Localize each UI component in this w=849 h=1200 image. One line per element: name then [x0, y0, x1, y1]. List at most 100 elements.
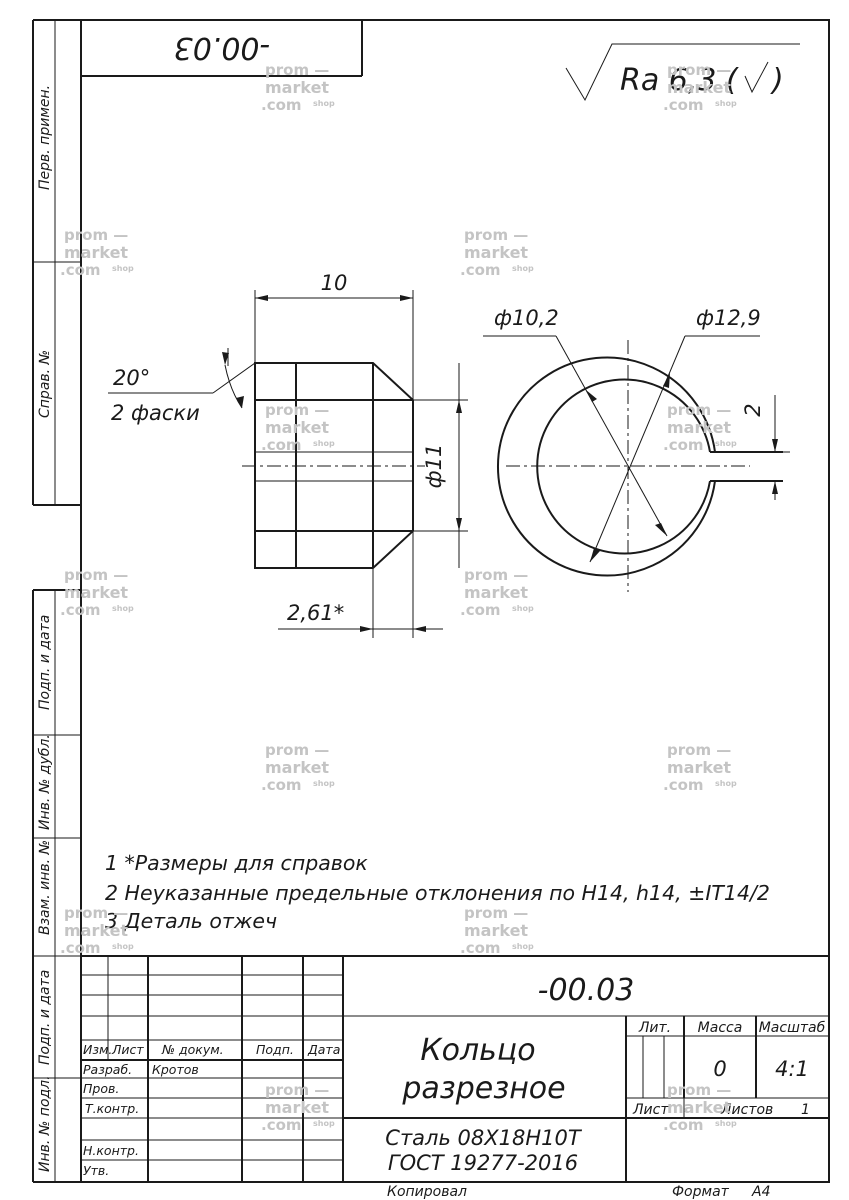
svg-text:.com: .com	[460, 939, 501, 957]
role-utv: Утв.	[83, 1163, 109, 1178]
svg-text:.com: .com	[60, 939, 101, 957]
svg-text:market: market	[667, 78, 731, 97]
svg-text:.com: .com	[460, 261, 501, 279]
svg-text:shop: shop	[512, 264, 534, 273]
title-block: -00.03 Кольцо разрезное Сталь 08Х18Н10Т …	[81, 955, 829, 1182]
svg-text:shop: shop	[112, 942, 134, 951]
svg-text:shop: shop	[313, 99, 335, 108]
svg-text:prom —: prom —	[667, 61, 731, 79]
svg-text:.com: .com	[460, 601, 501, 619]
svg-text:market: market	[64, 583, 128, 602]
svg-text:market: market	[265, 758, 329, 777]
technical-notes: 1 *Размеры для справок 2 Неуказанные пре…	[105, 851, 770, 933]
material-line-1: Сталь 08Х18Н10Т	[385, 1126, 583, 1150]
roughness-suffix: )	[770, 63, 784, 98]
ring-side-view: 20° 2 фаски 10 ф11 2,61*	[108, 271, 468, 638]
svg-text:shop: shop	[313, 1119, 335, 1128]
svg-text:.com: .com	[663, 1116, 704, 1134]
dim-reference-length: 2,61*	[287, 601, 344, 625]
watermark: prom —market.com shop	[460, 226, 534, 279]
watermark: prom —market.com shop	[261, 1081, 335, 1134]
chamfer-angle-label: 20°	[113, 366, 150, 390]
role-razrab: Разраб.	[83, 1062, 132, 1077]
svg-text:shop: shop	[715, 439, 737, 448]
svg-text:.com: .com	[261, 776, 302, 794]
dim-outer-diameter: ф12,9	[696, 306, 761, 330]
note-1: 1 *Размеры для справок	[105, 851, 368, 875]
svg-text:market: market	[265, 418, 329, 437]
drawing-frame	[32, 19, 830, 1183]
note-2: 2 Неуказанные предельные отклонения по H…	[105, 881, 770, 905]
svg-text:.com: .com	[663, 436, 704, 454]
top-designation-box: -00.03	[81, 20, 363, 77]
svg-text:shop: shop	[512, 942, 534, 951]
role-t-kontr: Т.контр.	[85, 1101, 139, 1116]
svg-text:market: market	[464, 583, 528, 602]
header-list: Лист	[111, 1042, 144, 1057]
side-label-podp-data-1: Подп. и дата	[37, 615, 53, 710]
lit-label: Лит.	[638, 1020, 671, 1036]
svg-text:prom —: prom —	[265, 61, 329, 79]
part-name-line-2: разрезное	[401, 1071, 565, 1106]
svg-text:market: market	[265, 1098, 329, 1117]
side-label-podp-data-2: Подп. и дата	[37, 970, 53, 1065]
side-label-inv-podl: Инв. № подл.	[37, 1075, 53, 1172]
svg-text:market: market	[667, 1098, 731, 1117]
svg-text:shop: shop	[112, 264, 134, 273]
side-label-perv-primen: Перв. примен.	[37, 85, 53, 190]
mass-value: 0	[713, 1057, 726, 1081]
footer-format-value: А4	[751, 1184, 770, 1200]
massa-label: Масса	[698, 1020, 743, 1036]
svg-text:prom —: prom —	[265, 741, 329, 759]
scale-value: 4:1	[775, 1057, 809, 1081]
svg-text:.com: .com	[261, 1116, 302, 1134]
title-block-designation: -00.03	[538, 973, 635, 1008]
svg-text:prom —: prom —	[64, 226, 128, 244]
dim-length: 10	[321, 271, 348, 295]
svg-text:prom —: prom —	[265, 401, 329, 419]
svg-text:.com: .com	[261, 96, 302, 114]
ring-front-view: ф10,2 ф12,9 2	[483, 306, 790, 592]
svg-text:.com: .com	[60, 261, 101, 279]
part-name-line-1: Кольцо	[420, 1033, 535, 1068]
watermark: prom —market.com shop	[261, 401, 335, 454]
svg-text:market: market	[464, 243, 528, 262]
svg-text:.com: .com	[261, 436, 302, 454]
header-data: Дата	[307, 1042, 340, 1057]
svg-text:shop: shop	[313, 439, 335, 448]
developer-name: Кротов	[152, 1062, 199, 1077]
sheets-value: 1	[801, 1102, 810, 1118]
svg-text:market: market	[667, 418, 731, 437]
footer-format-label: Формат	[672, 1184, 730, 1200]
footer-copied: Копировал	[387, 1184, 467, 1200]
svg-text:prom —: prom —	[64, 566, 128, 584]
svg-text:prom —: prom —	[265, 1081, 329, 1099]
sheets-label: Листов	[720, 1102, 773, 1118]
svg-text:shop: shop	[313, 779, 335, 788]
header-podp: Подп.	[256, 1042, 294, 1057]
svg-text:market: market	[667, 758, 731, 777]
side-label-sprav-no: Справ. №	[37, 350, 53, 418]
svg-text:shop: shop	[512, 604, 534, 613]
svg-text:prom —: prom —	[464, 226, 528, 244]
roughness-mark: Ra 6,3 ( )	[565, 43, 800, 102]
dim-diameter-side: ф11	[422, 444, 446, 489]
svg-text:shop: shop	[112, 604, 134, 613]
header-doc-no: № докум.	[161, 1042, 224, 1057]
svg-text:market: market	[64, 921, 128, 940]
svg-text:market: market	[464, 921, 528, 940]
svg-text:prom —: prom —	[464, 566, 528, 584]
side-label-vzam-inv: Взам. инв. №	[37, 840, 53, 935]
role-n-kontr: Н.контр.	[83, 1143, 139, 1158]
svg-text:prom —: prom —	[667, 741, 731, 759]
chamfer-count-label: 2 фаски	[111, 401, 200, 425]
role-prov: Пров.	[83, 1081, 119, 1096]
side-label-inv-dubl: Инв. № дубл.	[37, 734, 53, 830]
header-izm: Изм.	[83, 1042, 112, 1057]
